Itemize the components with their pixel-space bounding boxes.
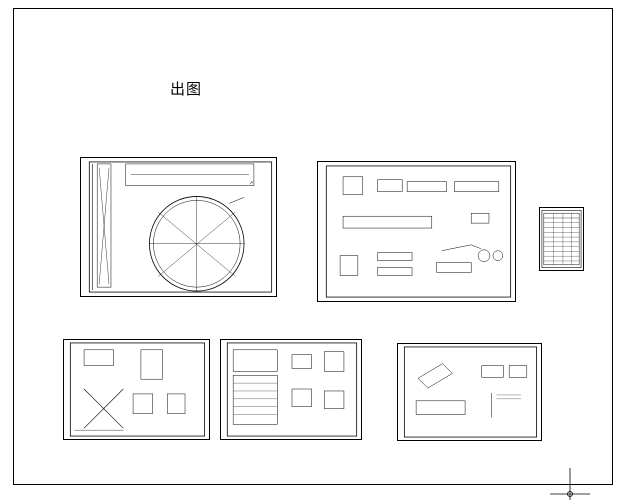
drawing-sheet-section-right[interactable] <box>397 343 542 441</box>
sheet-5-graphics <box>226 342 358 437</box>
sheet-4-graphics <box>69 342 206 437</box>
sheet-2-graphics <box>325 165 512 298</box>
sheet-1-graphics: ↗ <box>88 161 273 293</box>
sheet-6-graphics <box>403 346 537 438</box>
drawing-sheet-details[interactable] <box>317 161 516 302</box>
drawing-sheet-table[interactable] <box>539 207 584 271</box>
crosshair-icon <box>550 468 590 500</box>
drawing-border-frame <box>13 8 613 485</box>
drawing-sheet-schedule[interactable] <box>220 339 362 440</box>
sheet-3-graphics <box>541 210 582 268</box>
page-title: 出图 <box>170 80 203 98</box>
drawing-sheet-section-left[interactable] <box>63 339 210 440</box>
svg-text:↗: ↗ <box>249 181 253 187</box>
drawing-sheet-circular-plan[interactable]: ↗ <box>80 157 277 297</box>
